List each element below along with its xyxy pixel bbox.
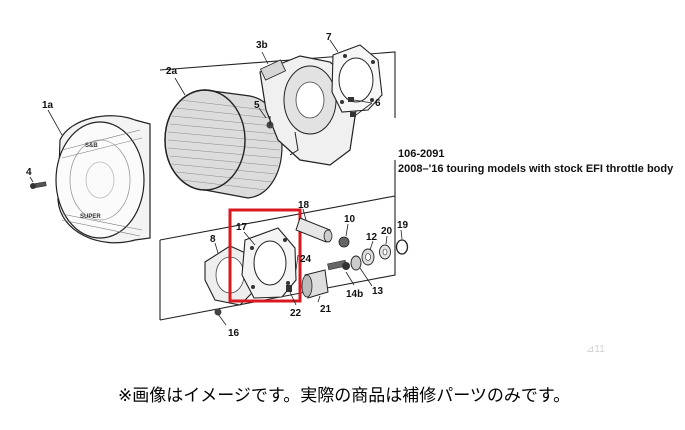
callout-24: 24 — [300, 254, 312, 265]
callout-20: 20 — [381, 226, 393, 237]
callout-14b: 14b — [346, 289, 363, 300]
image-caption: ※画像はイメージです。実際の商品は補修パーツのみです。 — [118, 386, 571, 406]
callout-17: 17 — [236, 222, 248, 233]
leader-lines — [29, 39, 403, 326]
spacer-21 — [301, 269, 329, 299]
o-ring-19 — [395, 239, 409, 255]
washer-20 — [379, 244, 391, 260]
dowels-6 — [348, 97, 373, 117]
callout-labels: 1a 2a 3b 4 5 6 7 8 10 12 13 14b 16 17 18… — [26, 32, 409, 339]
callout-12: 12 — [366, 232, 378, 243]
gasket-17 — [241, 227, 297, 299]
screw-22 — [286, 285, 292, 292]
callout-22: 22 — [290, 308, 302, 319]
bolt-5 — [266, 116, 274, 129]
part-description: 2008–'16 touring models with stock EFI t… — [398, 163, 674, 175]
nut-12 — [361, 248, 375, 266]
air-cleaner-cover-1a: S&B SUPER — [55, 115, 151, 244]
callout-16: 16 — [228, 328, 240, 339]
callout-8: 8 — [210, 234, 216, 245]
part-number: 106-2091 — [398, 148, 445, 160]
callout-6: 6 — [375, 98, 381, 109]
gasket-7 — [331, 44, 383, 113]
callout-10: 10 — [344, 214, 356, 225]
watermark-text: ⊿11 — [586, 344, 605, 355]
callout-5: 5 — [254, 100, 260, 111]
breather-tube-18 — [295, 217, 333, 243]
callout-1a: 1a — [42, 100, 54, 111]
callout-21: 21 — [320, 304, 332, 315]
screw-16 — [214, 308, 222, 316]
cover-logo-sandb: S&B — [85, 143, 98, 149]
callout-19: 19 — [397, 220, 409, 231]
callout-7: 7 — [326, 32, 332, 43]
callout-4: 4 — [26, 167, 32, 178]
fitting-10 — [338, 236, 350, 248]
air-filter-2a — [164, 89, 283, 199]
screw-4 — [30, 181, 47, 189]
callout-13: 13 — [372, 286, 384, 297]
callout-18: 18 — [298, 200, 310, 211]
callout-2a: 2a — [166, 66, 178, 77]
highlight-box — [228, 208, 302, 303]
callout-3b: 3b — [256, 40, 268, 51]
bolt-14b — [327, 259, 350, 271]
washer-13 — [350, 255, 362, 271]
cover-logo-super: SUPER — [80, 214, 101, 220]
